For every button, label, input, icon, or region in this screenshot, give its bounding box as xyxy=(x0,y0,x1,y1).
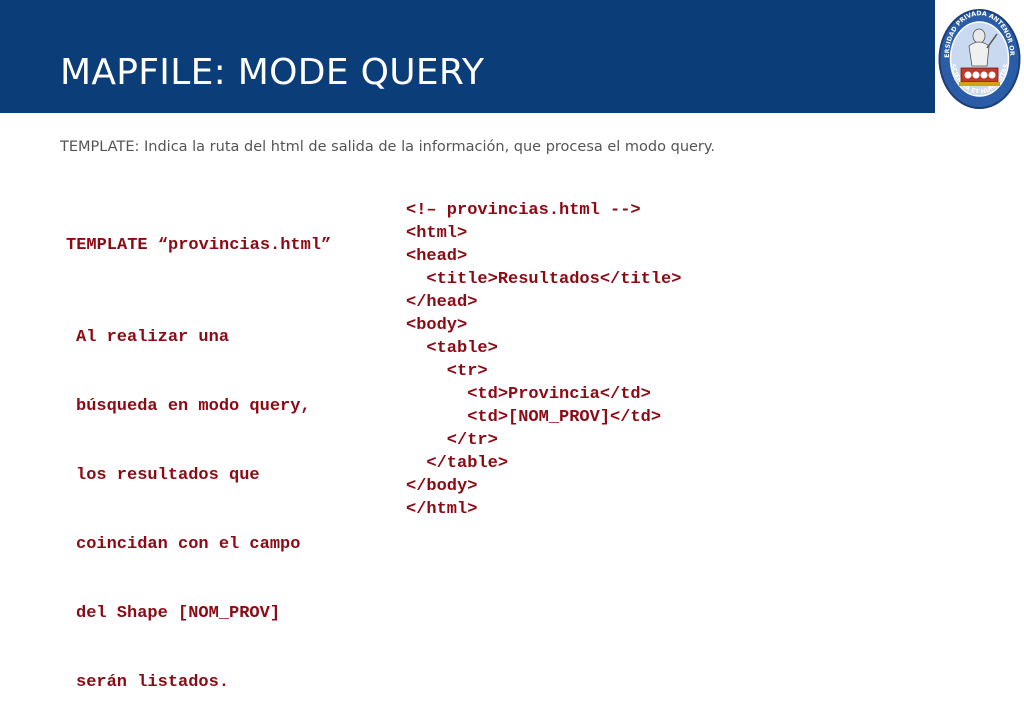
description-line: Al realizar una xyxy=(76,328,230,347)
description-line: del Shape [NOM_PROV] xyxy=(76,604,281,623)
code-line: <tr> xyxy=(406,362,488,381)
description-line: búsqueda en modo query, xyxy=(76,397,311,416)
code-line: <td>Provincia</td> xyxy=(406,385,651,404)
description-line: coincidan con el campo xyxy=(76,535,301,554)
description-line: serán listados. xyxy=(76,673,230,692)
code-line: <html> xyxy=(406,224,468,243)
code-line: </table> xyxy=(406,454,509,473)
slide-title: MAPFILE: MODE QUERY xyxy=(60,52,485,93)
code-line: <head> xyxy=(406,247,468,266)
code-line: </head> xyxy=(406,293,478,312)
template-directive: TEMPLATE “provincias.html” xyxy=(66,236,332,255)
description-line: los resultados que xyxy=(76,466,260,485)
slide-subtitle: TEMPLATE: Indica la ruta del html de sal… xyxy=(60,139,716,155)
university-seal-icon: UNIVERSIDAD PRIVADA ANTENOR ORREGO SCIEN… xyxy=(937,4,1021,109)
code-line: <!– provincias.html --> xyxy=(406,201,641,220)
code-line: <table> xyxy=(406,339,498,358)
university-logo: UNIVERSIDAD PRIVADA ANTENOR ORREGO SCIEN… xyxy=(935,0,1024,113)
title-bar: MAPFILE: MODE QUERY xyxy=(0,0,1024,113)
code-line: <title>Resultados</title> xyxy=(406,270,682,289)
description-text: Al realizar una búsqueda en modo query, … xyxy=(76,280,311,717)
code-line: <td>[NOM_PROV]</td> xyxy=(406,408,662,427)
code-line: <body> xyxy=(406,316,468,335)
code-line: </body> xyxy=(406,477,478,496)
code-line: </html> xyxy=(406,500,478,519)
html-code-block: <!– provincias.html --> <html> <head> <t… xyxy=(406,199,681,521)
code-line: </tr> xyxy=(406,431,498,450)
